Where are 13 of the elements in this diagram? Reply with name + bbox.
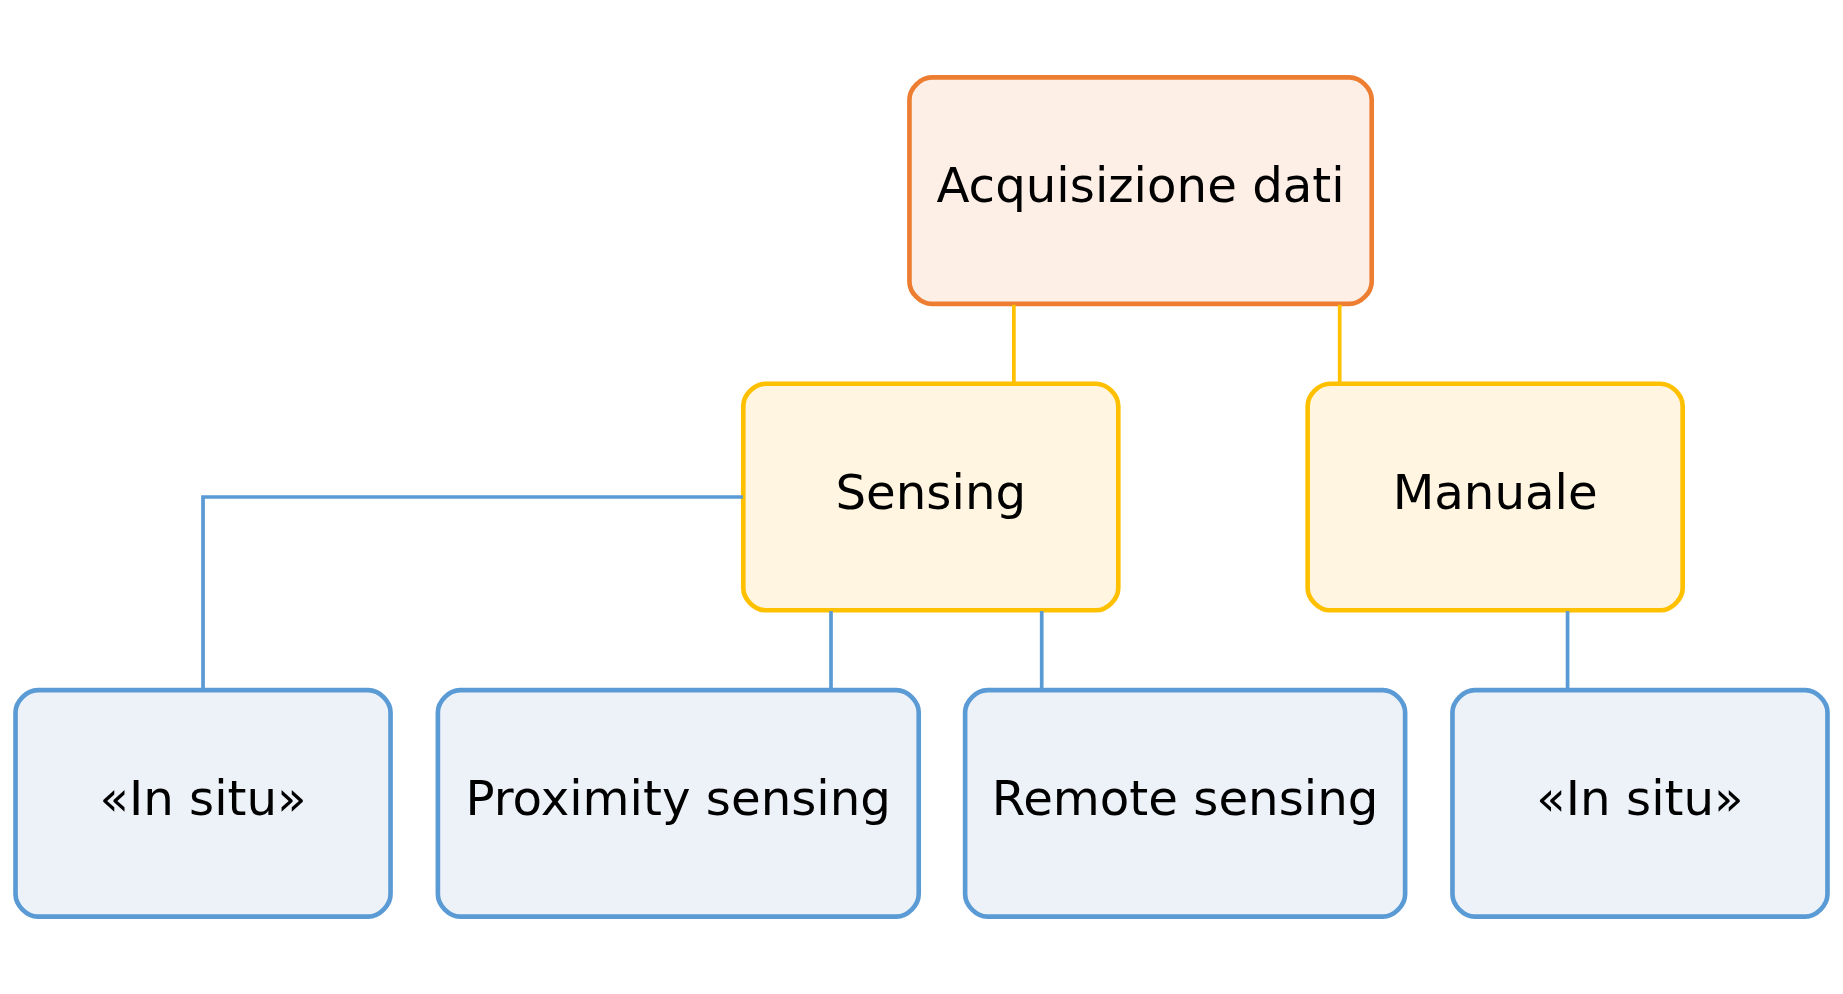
node-box: «In situ» [1450, 687, 1830, 919]
node-box: Manuale [1305, 381, 1685, 613]
connector [1337, 304, 1342, 384]
node-box: Remote sensing [962, 687, 1408, 919]
node-box: «In situ» [13, 687, 393, 919]
connector [201, 495, 743, 690]
node-box: Proximity sensing [435, 687, 922, 919]
connector [829, 611, 833, 690]
connector [1012, 304, 1016, 384]
node-box: Acquisizione dati [907, 75, 1375, 307]
connector [1039, 611, 1044, 690]
node-box: Sensing [740, 381, 1121, 613]
connector [1565, 611, 1570, 690]
